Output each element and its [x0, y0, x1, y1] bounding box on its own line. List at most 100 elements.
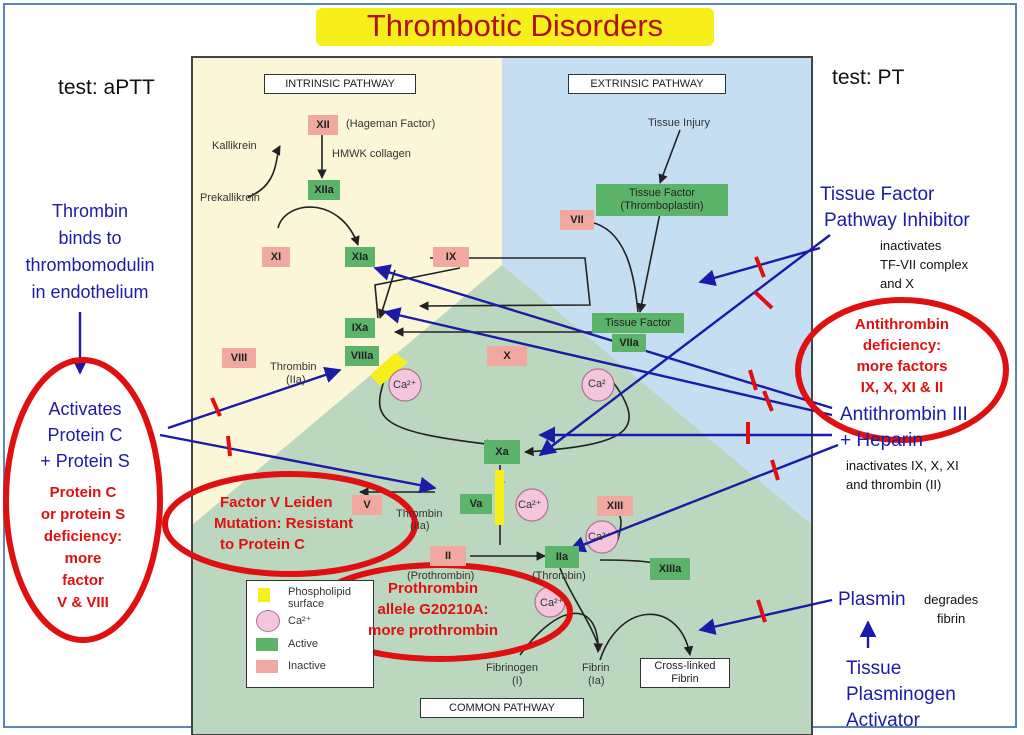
prothrombin-allele-note: Prothrombin allele G20210A: more prothro… — [348, 578, 518, 641]
tfpi-desc-line-3: and X — [880, 276, 914, 291]
test-pt: test: PT — [832, 66, 905, 89]
antithrombin-desc: inactivates IX, X, XI and thrombin (II) — [846, 456, 959, 494]
atdef-line-3: more factors — [856, 358, 948, 375]
factor-ii: II — [430, 546, 466, 566]
activates-line-2: Protein C — [47, 425, 123, 445]
plasmin-label: Plasmin — [838, 589, 906, 610]
tissue-factor-box: Tissue Factor (Thromboplastin) — [596, 184, 728, 216]
ca-label-1: Ca²⁺ — [393, 379, 417, 391]
atdef-line-2: deficiency: — [862, 337, 942, 354]
tfpi-desc-line-2: TF-VII complex — [880, 257, 969, 272]
atheparin-line-1: Antithrombin III — [840, 404, 968, 425]
kallikrein-label: Kallikrein — [212, 140, 257, 152]
protein-c-deficiency-note: Protein C or protein S deficiency: more … — [18, 482, 148, 614]
crosslinked-text-1: Cross-linked — [654, 660, 716, 672]
tpa-line-2: Plasminogen — [846, 684, 956, 705]
legend-active-swatch — [256, 638, 278, 651]
ca-label-4: Ca²⁺ — [588, 531, 612, 543]
legend-ca-label: Ca²⁺ — [288, 615, 312, 627]
legend-inactive-swatch — [256, 660, 278, 673]
activates-protein-c-note: Activates Protein C + Protein S — [10, 396, 160, 474]
legend-surface-label: surface — [288, 598, 325, 610]
legend-inactive-label: Inactive — [288, 660, 326, 672]
hageman-label: (Hageman Factor) — [346, 118, 436, 130]
legend-ca-swatch — [256, 610, 280, 632]
diagram-frame — [191, 56, 813, 735]
protein-c-def-line-3: deficiency: — [43, 528, 123, 545]
factor-xii: XII — [308, 115, 338, 135]
factor-ix: IX — [433, 247, 469, 267]
block-marks — [210, 256, 780, 623]
ca-label-3: Ca²⁺ — [518, 499, 542, 511]
legend-active-label: Active — [288, 638, 318, 650]
factor-xiiia: XIIIa — [650, 558, 690, 580]
fvl-line-3: to Protein C — [220, 536, 305, 553]
crosslinked-fibrin-box: Cross-linked Fibrin — [640, 658, 730, 688]
factor-xia: XIa — [345, 247, 375, 267]
factor-xa: Xa — [484, 440, 520, 464]
fibrin-label: Fibrin — [582, 662, 610, 674]
plasmin-desc-line-2: fibrin — [937, 611, 966, 626]
crosslinked-text-2: Fibrin — [671, 673, 699, 685]
factor-va: Va — [460, 494, 492, 514]
thrombin-binds-line-4: in endothelium — [31, 282, 149, 302]
thrombin-label-2: Thrombin — [396, 508, 443, 520]
legend-phospholipid-label: Phospholipid — [288, 586, 351, 598]
common-header: COMMON PATHWAY — [420, 698, 584, 718]
antithrombin-heparin-note: Antithrombin III + Heparin — [840, 402, 968, 454]
tissue-factor-text: Tissue Factor — [628, 187, 696, 199]
factor-vii: VII — [560, 210, 594, 230]
antithrombin-deficiency-note: Antithrombin deficiency: more factors IX… — [832, 314, 972, 398]
iia-label-2: (IIa) — [410, 520, 430, 532]
plasmin-desc: degrades fibrin — [924, 590, 978, 628]
atdef-line-4: IX, X, XI & II — [860, 379, 944, 396]
tfpi-line-2: Pathway Inhibitor — [824, 210, 970, 231]
intrinsic-header: INTRINSIC PATHWAY — [264, 74, 416, 94]
factor-xiii: XIII — [597, 496, 633, 516]
protein-c-def-line-2: or protein S — [40, 506, 126, 523]
tfpi-line-1: Tissue Factor — [820, 184, 935, 205]
atheparin-line-2: + Heparin — [840, 430, 923, 451]
legend-phospholipid-swatch — [258, 588, 270, 602]
ca-label-5: Ca²⁺ — [540, 597, 564, 609]
ca-label-2: Ca² — [588, 378, 606, 390]
factor-x: X — [487, 346, 527, 366]
factor-v-leiden-note: Factor V Leiden Mutation: Resistant to P… — [214, 492, 353, 555]
protein-c-def-line-5: factor — [62, 572, 104, 589]
fibrin-ia-label: (Ia) — [588, 675, 605, 687]
pa-line-3: more prothrombin — [368, 622, 498, 639]
thrombin-label-3: (Thrombin) — [532, 570, 586, 582]
thrombin-binds-line-2: binds to — [58, 228, 122, 248]
atdesc-line-1: inactivates IX, X, XI — [846, 458, 959, 473]
atdef-line-1: Antithrombin — [854, 316, 950, 333]
pa-line-1: Prothrombin — [388, 580, 478, 597]
extrinsic-header: EXTRINSIC PATHWAY — [568, 74, 726, 94]
thromboplastin-text: (Thromboplastin) — [620, 200, 704, 212]
prothrombin-label: (Prothrombin) — [407, 570, 475, 582]
thrombin-binds-note: Thrombin binds to thrombomodulin in endo… — [10, 198, 170, 306]
tissue-injury-label: Tissue Injury — [648, 117, 710, 129]
tpa-line-3: Activator — [846, 710, 920, 731]
fvl-line-1: Factor V Leiden — [220, 494, 333, 511]
fibrinogen-i-label: (I) — [512, 675, 523, 687]
title-highlight — [316, 8, 714, 46]
protein-c-def-line-1: Protein C — [49, 484, 117, 501]
factor-v: V — [352, 495, 382, 515]
factor-viii: VIII — [222, 348, 256, 368]
tfpi-desc: inactivates TF-VII complex and X — [880, 236, 968, 293]
iia-label-1: (IIa) — [286, 374, 306, 386]
activates-line-1: Activates — [48, 399, 122, 419]
hmwk-label: HMWK collagen — [332, 148, 411, 160]
prekallikrein-label: Prekallikrein — [200, 192, 260, 204]
phospholipid-bar-2 — [495, 470, 504, 525]
fvl-line-2: Mutation: Resistant — [214, 515, 354, 532]
phospholipid-bar-1 — [370, 353, 408, 386]
activates-line-3: + Protein S — [40, 451, 130, 471]
page-title: Thrombotic Disorders — [366, 8, 664, 43]
tfpi-note: Tissue Factor Pathway Inhibitor — [814, 182, 1004, 234]
tpa-note: Tissue Plasminogen Activator — [846, 656, 956, 734]
factor-xiia: XIIa — [308, 180, 340, 200]
thrombin-label-1: Thrombin — [270, 361, 317, 373]
protein-c-def-line-4: more — [64, 550, 102, 567]
